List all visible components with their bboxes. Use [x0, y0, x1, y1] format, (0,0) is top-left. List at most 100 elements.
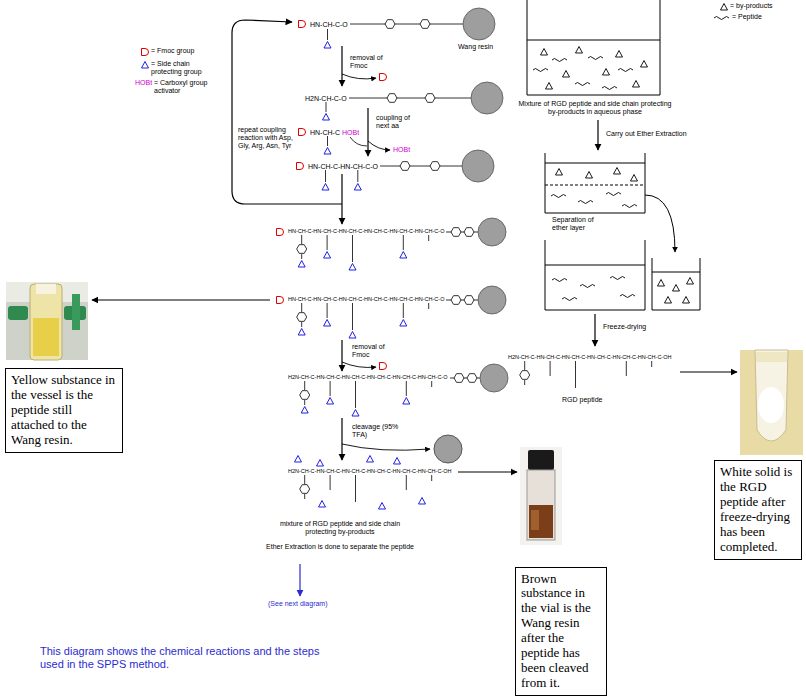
step-label: HOBt [393, 146, 410, 154]
photo-arrow [680, 371, 737, 372]
cleaved-peptide-mixture [419, 498, 426, 505]
fmoc-symbol [380, 363, 387, 370]
legend-samples [142, 49, 149, 69]
beaker [562, 298, 577, 301]
step-arrow [341, 174, 342, 224]
deprotected-peptide-on-resin [480, 364, 508, 392]
beaker [552, 279, 567, 282]
fmoc-amino-acid-on-resin [324, 42, 331, 49]
vial-photo [529, 505, 553, 538]
step-arrow [367, 108, 368, 156]
legend-text: = Fmoc group [151, 47, 194, 55]
step-arrow [594, 314, 595, 346]
fmoc-amino-acid-on-resin [463, 8, 495, 40]
rgd-peptide-structure [520, 361, 652, 388]
legend-text: = Side chain protecting group [151, 60, 207, 76]
step-label: Carry out Ether Extraction [606, 130, 687, 138]
step-arrow [341, 418, 342, 460]
dipeptide-on-resin [354, 184, 361, 191]
vessel-photo [30, 284, 62, 360]
step-label: mixture of RGD peptide and side chain pr… [265, 520, 415, 536]
step-label: HOBt [342, 129, 359, 136]
beaker [683, 297, 690, 304]
vessel-photo [6, 282, 88, 360]
beaker [652, 272, 700, 273]
beaker [563, 71, 570, 78]
chemical-formula: HN-CH-C-HN-CH-C-HN-CH-C-HN-CH-C-HN-CH-C-… [288, 229, 444, 235]
leaving-arrow [342, 362, 376, 367]
deprotected-amino-acid-on-resin [326, 102, 327, 112]
cleaved-peptide-mixture [319, 501, 326, 508]
step-label: coupling of next aa [376, 114, 424, 130]
legend-text: = Peptide [732, 13, 762, 21]
step-label: Freeze-drying [603, 323, 646, 331]
beaker [580, 285, 595, 288]
cleaved-peptide-mixture [300, 475, 432, 502]
step-label: cleavage (95% TFA) [352, 423, 400, 439]
rgd-peptide-structure [520, 361, 652, 388]
vessel-photo [72, 294, 80, 330]
caption: This diagram shows the chemical reaction… [40, 645, 340, 671]
protected-peptide-on-resin [464, 296, 474, 305]
tube-photo [755, 350, 788, 441]
deprotected-peptide-on-resin [454, 374, 464, 383]
beaker [545, 153, 645, 213]
beaker [527, 40, 660, 41]
beaker [578, 201, 593, 204]
vial-photo [520, 447, 562, 545]
chemical-formula: H2N-CH-C-HN-CH-C-HN-CH-C-HN-CH-C-HN-CH-C… [288, 469, 451, 475]
vial-photo [531, 510, 539, 530]
protected-peptide-on-resin [451, 296, 461, 305]
separation-arrow [645, 195, 675, 252]
beaker [631, 175, 638, 182]
dipeptide-on-resin [322, 184, 329, 191]
protected-peptide-on-resin [478, 218, 506, 246]
chemical-formula: H2N-CH-C-O [305, 95, 347, 102]
cleaved-peptide-mixture [394, 458, 401, 465]
beaker [551, 195, 566, 198]
beaker [614, 168, 621, 175]
beaker [618, 69, 633, 72]
beaker [610, 277, 625, 280]
fmoc-amino-acid-on-resin [299, 21, 306, 28]
step-arrow [341, 46, 342, 86]
cleaved-peptide-mixture [317, 460, 324, 467]
legend-samples [714, 17, 729, 20]
beaker [586, 172, 593, 179]
leaving-arrow [342, 74, 376, 79]
activated-amino-acid [350, 137, 367, 146]
beaker [652, 258, 700, 310]
protected-peptide-on-resin [297, 303, 429, 338]
leaving-arrow [342, 444, 430, 450]
protected-peptide-on-resin [277, 297, 284, 304]
dipeptide-on-resin [400, 162, 410, 171]
deprotected-peptide-on-resin [300, 364, 508, 416]
beaker [602, 87, 617, 90]
note-text: Brown substance in the vial is the Wang … [521, 572, 601, 692]
cleaved-peptide-mixture [367, 456, 374, 463]
beaker [556, 169, 563, 176]
vial-photo [528, 450, 554, 470]
step-label: Ether Extraction is done to separate the… [265, 543, 415, 551]
protected-peptide-on-resin [297, 235, 429, 270]
wang-resin-bead [434, 435, 462, 463]
legend-samples [721, 4, 728, 11]
beaker [622, 205, 637, 208]
cleaved-peptide-mixture [295, 456, 302, 463]
note-box: White solid is the RGD peptide after fre… [714, 460, 802, 560]
beaker [633, 81, 640, 88]
protected-peptide-on-resin [277, 229, 284, 236]
photo-arrow [92, 299, 270, 300]
activated-amino-acid [299, 129, 306, 136]
beaker [552, 59, 567, 62]
protected-peptide-on-resin [464, 228, 474, 237]
activated-amino-acid [324, 148, 331, 155]
beaker [673, 285, 680, 292]
beaker [687, 278, 694, 285]
note-text: Yellow substance in the vessel is the pe… [11, 373, 117, 448]
beaker [620, 295, 635, 298]
step-label: Wang resin [458, 43, 493, 51]
note-box: Brown substance in the vial is the Wang … [515, 567, 607, 697]
